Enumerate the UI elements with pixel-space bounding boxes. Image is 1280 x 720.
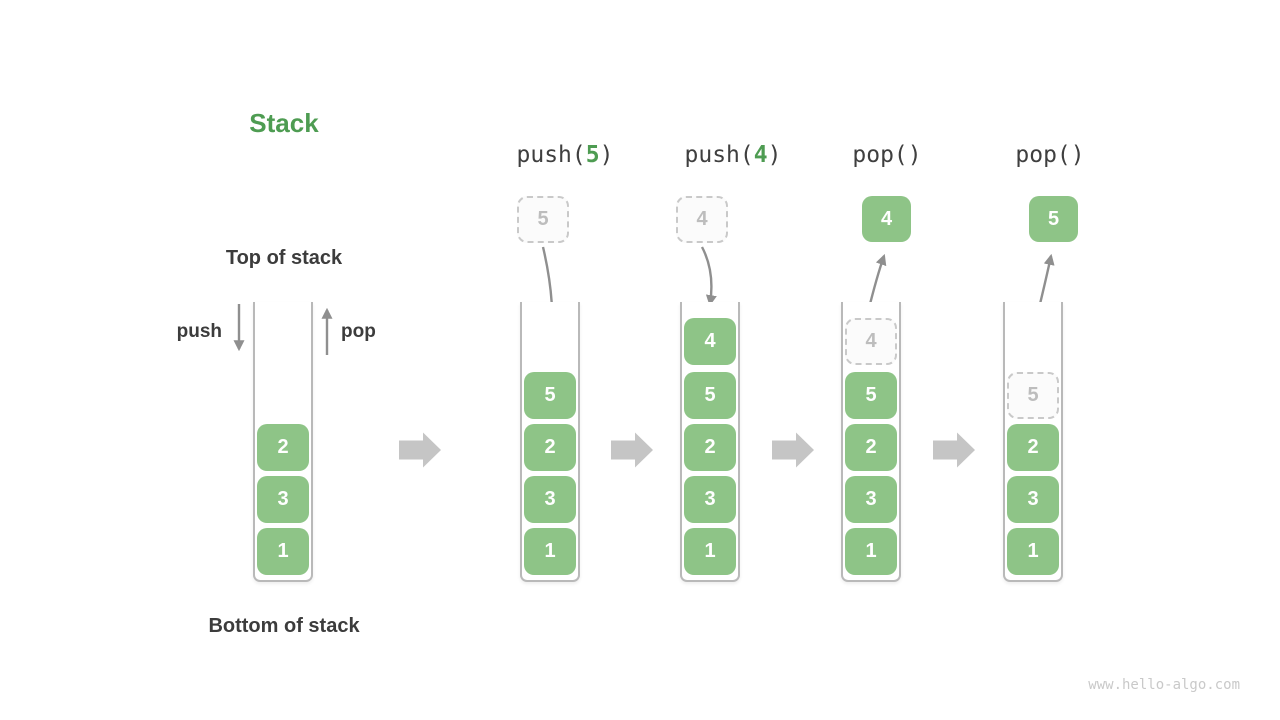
op-text: push(	[516, 142, 586, 168]
stack-cell: 2	[845, 424, 897, 471]
op-arg: 4	[753, 142, 768, 168]
pushed-value-box: 5	[517, 196, 569, 243]
top-of-stack-label: Top of stack	[225, 247, 343, 269]
stack-cell: 1	[257, 528, 309, 575]
op-text: )	[1070, 142, 1085, 168]
stack-cell: 3	[524, 476, 576, 523]
stack-cell-popped: 5	[1007, 372, 1059, 419]
stack-cell: 3	[1007, 476, 1059, 523]
push-label: push	[176, 321, 222, 342]
stack-cell: 2	[1007, 424, 1059, 471]
pushed-value-box: 4	[676, 196, 728, 243]
stack-cell: 5	[684, 372, 736, 419]
op-text: )	[907, 142, 922, 168]
transition-block-arrow-icon	[611, 432, 653, 468]
popped-value-box: 4	[862, 196, 911, 242]
stack-cell: 1	[1007, 528, 1059, 575]
stack-cell-popped: 4	[845, 318, 897, 365]
push-curve-arrow-icon	[700, 246, 717, 307]
stack-cell: 4	[684, 318, 736, 365]
op-text: pop(	[1015, 142, 1071, 168]
stack-cell: 1	[524, 528, 576, 575]
stack-cell: 3	[684, 476, 736, 523]
op-header-push-4: push(4)	[685, 142, 782, 168]
transition-block-arrow-icon	[933, 432, 975, 468]
op-text: )	[599, 142, 614, 168]
diagram-title: Stack	[249, 108, 319, 138]
bottom-of-stack-label: Bottom of stack	[208, 615, 360, 637]
stack-cell: 2	[684, 424, 736, 471]
pop-label: pop	[341, 321, 376, 342]
op-text: )	[767, 142, 782, 168]
stack-cell: 1	[684, 528, 736, 575]
stack-cell: 5	[524, 372, 576, 419]
stack-cell: 2	[524, 424, 576, 471]
op-text: pop(	[852, 142, 908, 168]
stack-cell: 3	[845, 476, 897, 523]
stack-cell: 2	[257, 424, 309, 471]
stack-cell: 1	[845, 528, 897, 575]
transition-block-arrow-icon	[772, 432, 814, 468]
popped-value-box: 5	[1029, 196, 1078, 242]
watermark: www.hello-algo.com	[1088, 677, 1240, 693]
stack-cell: 5	[845, 372, 897, 419]
op-header-pop-1: pop()	[852, 142, 921, 168]
stack-cell: 3	[257, 476, 309, 523]
op-header-push-5: push(5)	[517, 142, 614, 168]
op-header-pop-2: pop()	[1015, 142, 1084, 168]
op-text: push(	[684, 142, 754, 168]
transition-block-arrow-icon	[399, 432, 441, 468]
op-arg: 5	[585, 142, 600, 168]
